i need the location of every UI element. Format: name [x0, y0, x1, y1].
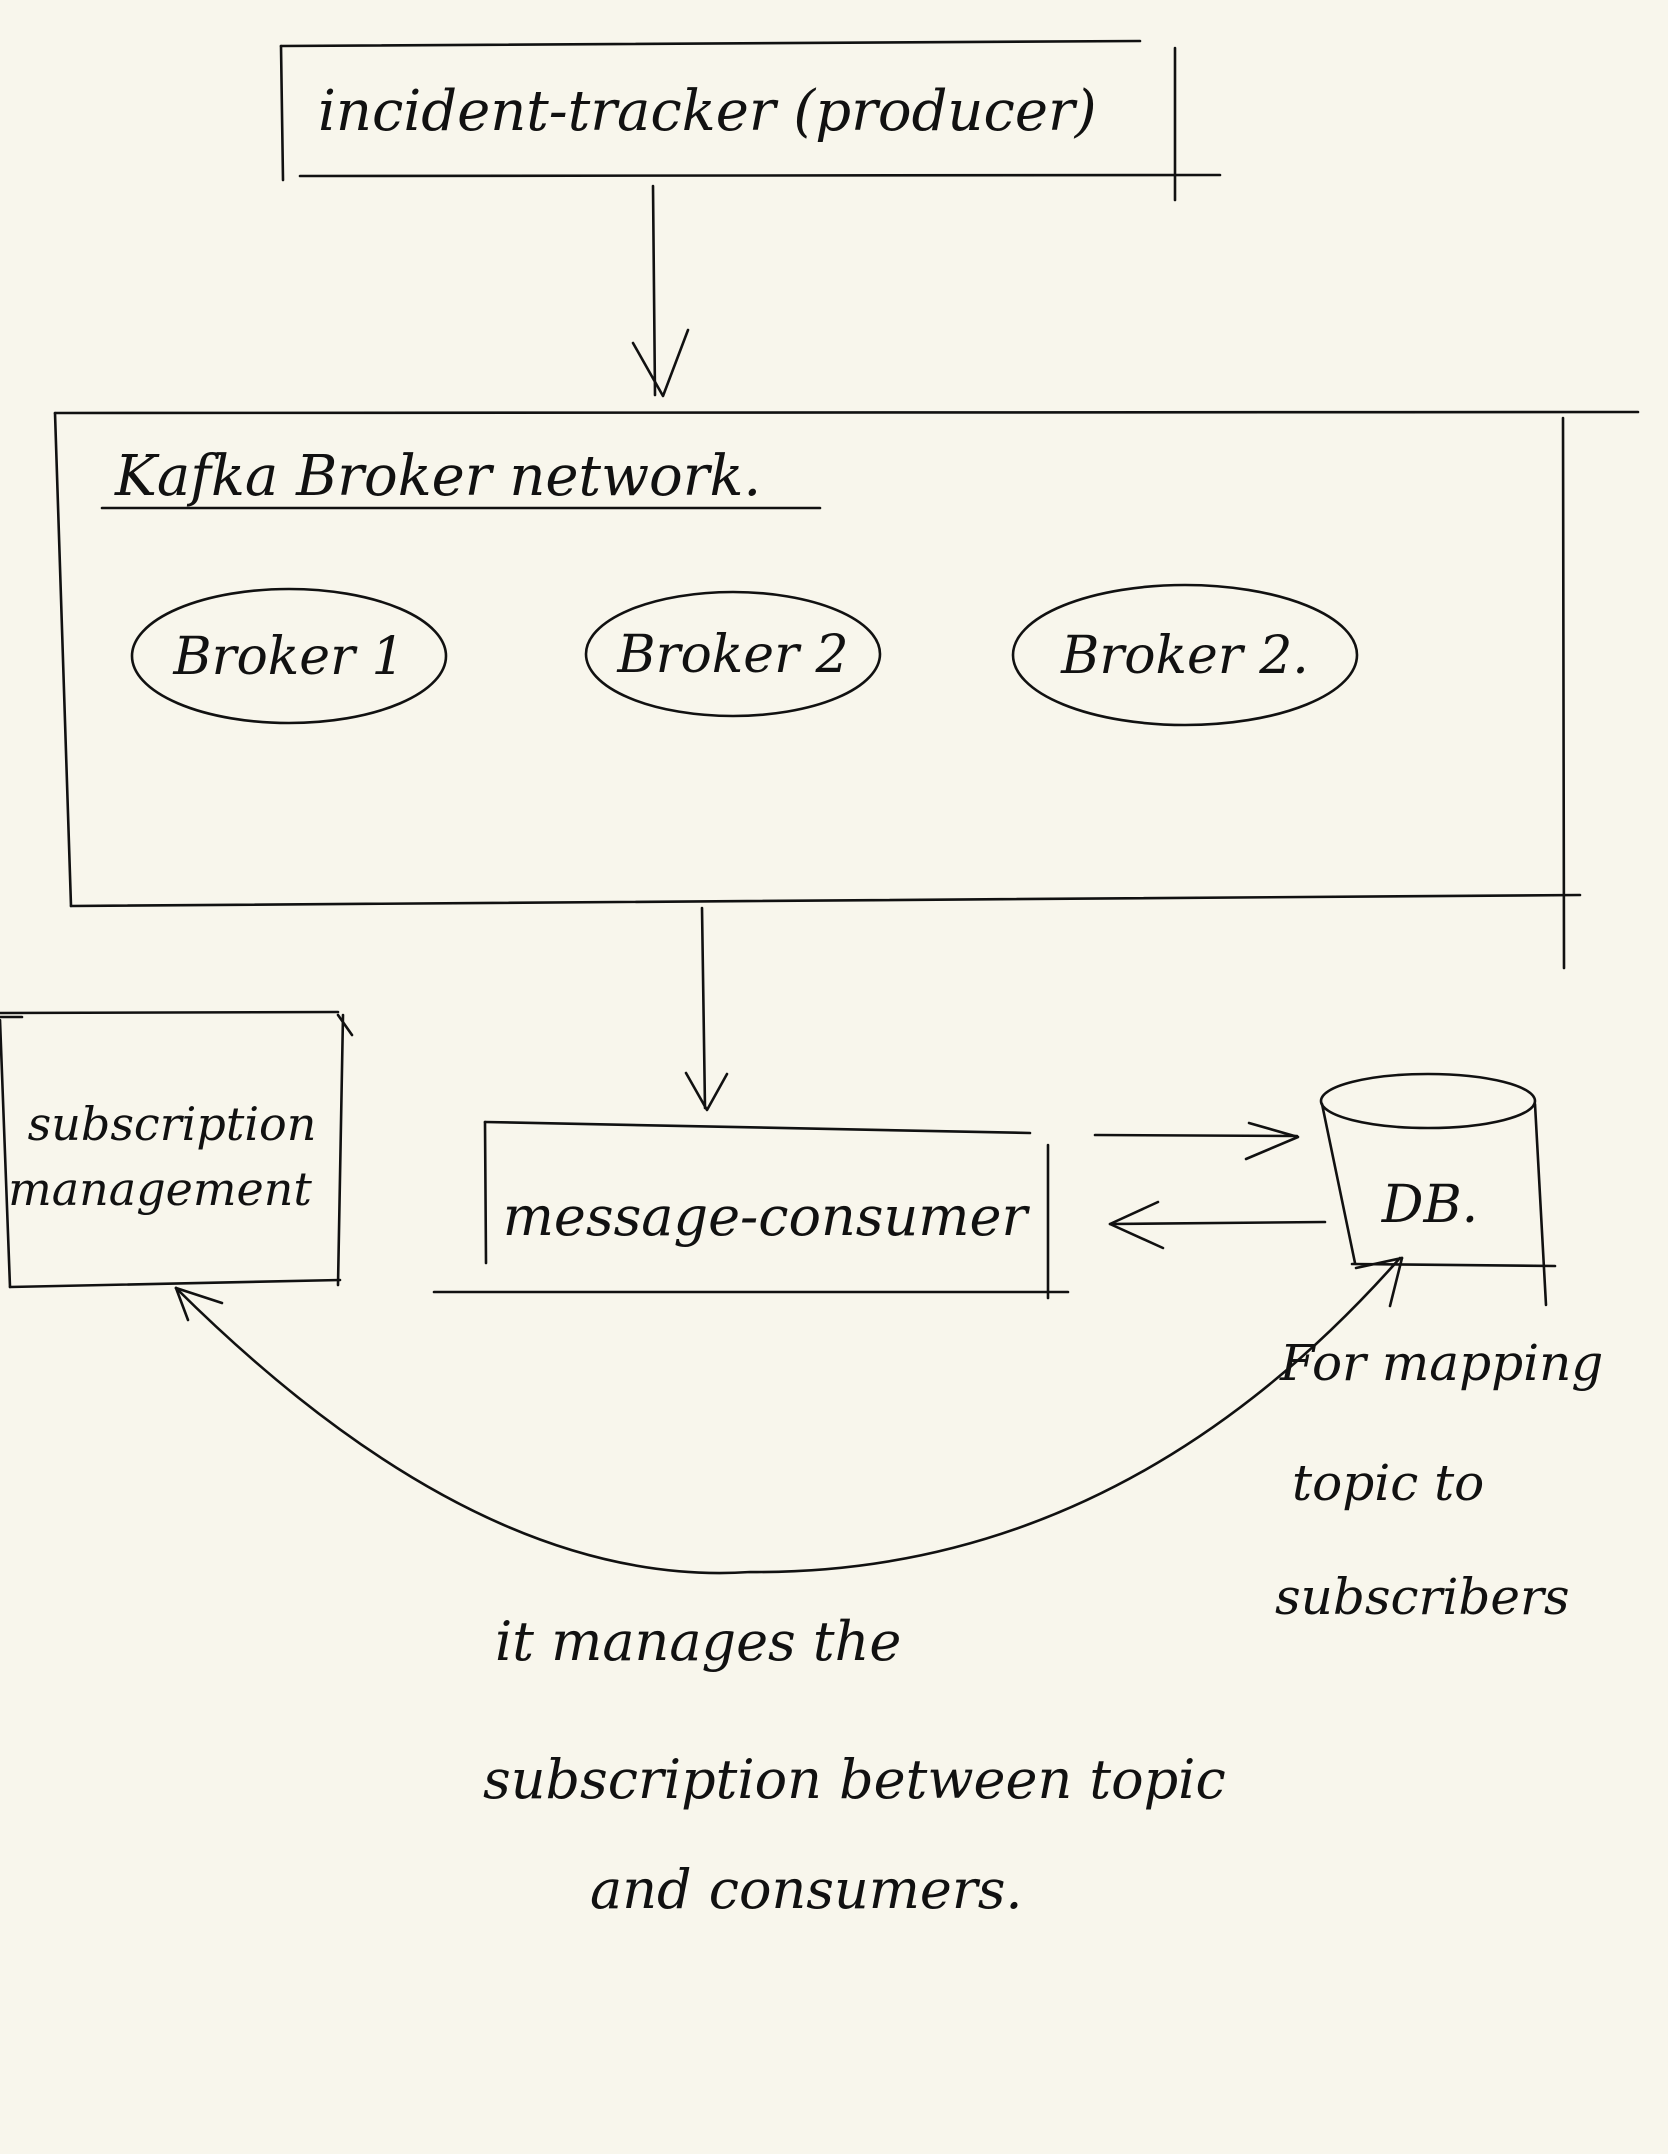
- message-consumer-label: message-consumer: [503, 1185, 1031, 1248]
- curve-note-line-2: subscription between topic: [483, 1748, 1226, 1811]
- broker-3-label: Broker 2.: [1060, 626, 1309, 686]
- db-cylinder: DB.: [1319, 1072, 1557, 1307]
- subscription-management-label-2: management: [8, 1162, 312, 1216]
- broker-2-label: Broker 2: [616, 625, 848, 685]
- curve-note-line-3: and consumers.: [590, 1858, 1023, 1921]
- arrow-producer-to-brokers: [631, 184, 690, 398]
- curve-note: it manages the subscription between topi…: [483, 1610, 1226, 1921]
- curve-note-line-1: it manages the: [495, 1610, 901, 1673]
- broker-1: Broker 1: [130, 587, 448, 725]
- producer-box: incident-tracker (producer): [279, 39, 1222, 202]
- curved-arrow-subscription-db: [174, 1256, 1404, 1575]
- arrow-consumer-to-db: [1093, 1121, 1300, 1161]
- subscription-management-label-1: subscription: [28, 1097, 317, 1151]
- db-note-line-3: subscribers: [1275, 1568, 1570, 1626]
- db-note: For mapping topic to subscribers: [1275, 1334, 1603, 1626]
- broker-network-title: Kafka Broker network.: [114, 444, 761, 509]
- producer-label: incident-tracker (producer): [318, 79, 1097, 144]
- db-note-line-2: topic to: [1292, 1454, 1484, 1512]
- message-consumer-box: message-consumer: [432, 1120, 1070, 1300]
- broker-3: Broker 2.: [1011, 583, 1359, 727]
- broker-1-label: Broker 1: [172, 627, 404, 687]
- db-note-line-1: For mapping: [1279, 1334, 1603, 1392]
- arrow-db-to-consumer: [1108, 1200, 1327, 1250]
- subscription-management-box: subscription management: [0, 1010, 354, 1289]
- broker-network-box: Kafka Broker network. Broker 1 Broker 2 …: [53, 410, 1640, 970]
- arrow-brokers-to-consumer: [684, 906, 729, 1112]
- db-label: DB.: [1381, 1175, 1478, 1235]
- broker-2: Broker 2: [584, 590, 882, 718]
